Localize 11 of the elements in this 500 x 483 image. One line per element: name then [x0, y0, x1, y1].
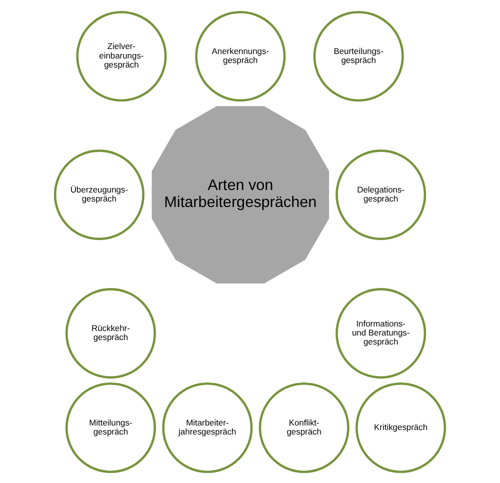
node-circle: Mitarbeiter- jahresgespräch	[162, 382, 253, 472]
node-circle: Kritikgespräch	[356, 382, 446, 472]
node-circle: Anerkennungs- gespräch	[195, 10, 286, 102]
node-circle: Rückkehr- gespräch	[65, 288, 156, 378]
node-circle: Zielver- einbarungs- gespräch	[76, 10, 167, 102]
node-circle: Konflikt- gespräch	[258, 382, 350, 472]
node-circle: Mitteilungs- gespräch	[65, 382, 156, 472]
node-circle: Überzeugungs- gespräch	[54, 149, 144, 240]
node-circle: Delegations- gespräch	[336, 149, 426, 240]
node-circle: Beurteilungs- gespräch	[313, 10, 404, 102]
node-circle: Informations- und Beratungs- gespräch	[336, 288, 426, 378]
